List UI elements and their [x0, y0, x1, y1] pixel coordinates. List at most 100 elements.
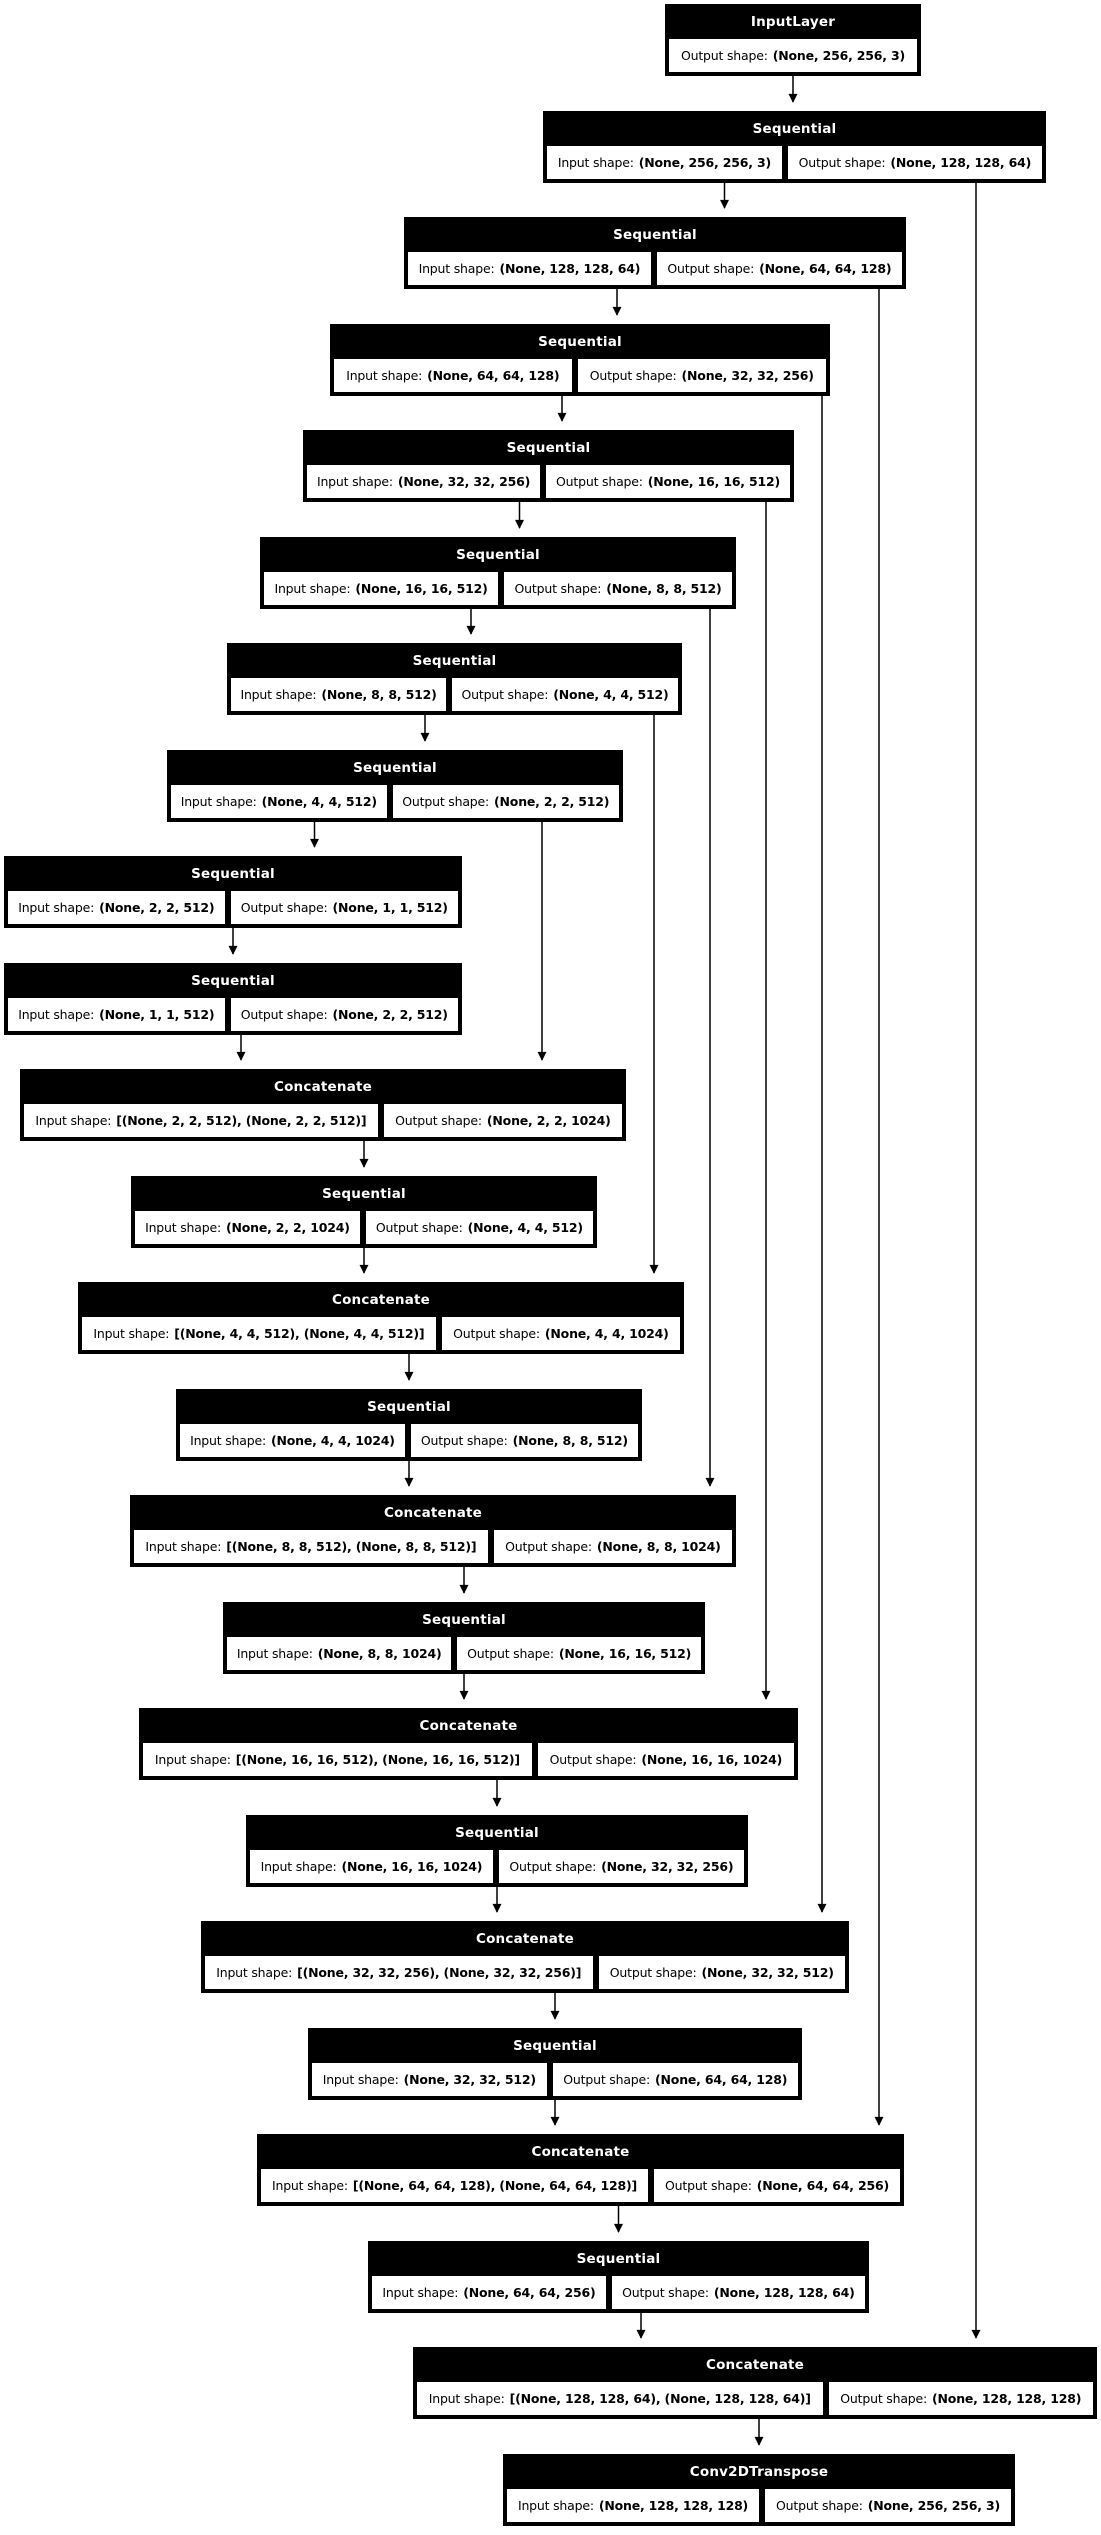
input-shape-value: [(None, 32, 32, 256), (None, 32, 32, 256…	[297, 1965, 582, 1980]
output-shape-value: (None, 32, 32, 256)	[601, 1859, 734, 1874]
output-shape-value: (None, 2, 2, 512)	[332, 1007, 448, 1022]
layer-type-label: Conv2DTranspose	[689, 2463, 829, 2480]
output-shape-value: (None, 4, 4, 512)	[553, 687, 669, 702]
layer-node-concatenate: Concatenate Input shape:[(None, 128, 128…	[413, 2347, 1097, 2419]
output-shape-cell: Output shape:(None, 64, 64, 256)	[653, 2168, 901, 2203]
layer-type-label: Sequential	[576, 2250, 661, 2267]
layer-node-concatenate: Concatenate Input shape:[(None, 4, 4, 51…	[78, 1282, 684, 1354]
layer-node-inputlayer: InputLayer Output shape:(None, 256, 256,…	[665, 4, 921, 76]
output-shape-cell: Output shape:(None, 1, 1, 512)	[229, 890, 460, 925]
layer-type-label: Concatenate	[475, 1930, 575, 1947]
input-shape-cell: Input shape:(None, 32, 32, 256)	[306, 464, 542, 499]
input-shape-cell: Input shape:[(None, 128, 128, 64), (None…	[416, 2381, 824, 2416]
input-shape-value: (None, 64, 64, 256)	[463, 2285, 596, 2300]
layer-node-sequential: Sequential Input shape:(None, 16, 16, 10…	[246, 1815, 748, 1887]
layer-type-label: Concatenate	[705, 2356, 805, 2373]
input-shape-value: (None, 128, 128, 128)	[598, 2498, 749, 2513]
input-shape-cell: Input shape:(None, 4, 4, 512)	[170, 784, 388, 819]
input-shape-cell: Input shape:(None, 256, 256, 3)	[546, 145, 783, 180]
input-shape-cell: Input shape:(None, 32, 32, 512)	[311, 2062, 548, 2097]
layer-type-label: Concatenate	[531, 2143, 630, 2160]
output-shape-value: (None, 32, 32, 512)	[701, 1965, 834, 1980]
input-shape-cell: Input shape:(None, 64, 64, 128)	[333, 358, 573, 393]
layer-node-sequential: Sequential Input shape:(None, 2, 2, 512)…	[4, 856, 462, 928]
input-shape-value: (None, 64, 64, 128)	[427, 368, 560, 383]
layer-node-sequential: Sequential Input shape:(None, 64, 64, 25…	[368, 2241, 869, 2313]
input-shape-cell: Input shape:[(None, 4, 4, 512), (None, 4…	[81, 1316, 437, 1351]
output-shape-value: (None, 2, 2, 512)	[494, 794, 610, 809]
layer-type-label: Sequential	[455, 1824, 539, 1841]
input-shape-value: [(None, 8, 8, 512), (None, 8, 8, 512)]	[226, 1539, 477, 1554]
input-shape-cell: Input shape:(None, 8, 8, 512)	[230, 677, 448, 712]
output-shape-cell: Output shape:(None, 4, 4, 512)	[364, 1210, 595, 1245]
input-shape-value: (None, 256, 256, 3)	[638, 155, 771, 170]
layer-type-label: Concatenate	[331, 1291, 431, 1308]
layer-type-label: Sequential	[613, 226, 697, 243]
layer-type-label: Sequential	[456, 546, 540, 563]
input-shape-cell: Input shape:(None, 128, 128, 128)	[506, 2488, 761, 2523]
layer-type-label: Sequential	[752, 120, 837, 137]
input-shape-value: (None, 16, 16, 512)	[355, 581, 488, 596]
input-shape-value: (None, 4, 4, 512)	[261, 794, 377, 809]
output-shape-cell: Output shape:(None, 64, 64, 128)	[655, 251, 903, 286]
input-shape-value: [(None, 16, 16, 512), (None, 16, 16, 512…	[235, 1752, 520, 1767]
input-shape-value: (None, 128, 128, 64)	[499, 261, 641, 276]
output-shape-cell: Output shape:(None, 256, 256, 3)	[668, 38, 918, 73]
layer-type-label: InputLayer	[750, 13, 836, 30]
input-shape-cell: Input shape:[(None, 2, 2, 512), (None, 2…	[23, 1103, 379, 1138]
layer-node-sequential: Sequential Input shape:(None, 1, 1, 512)…	[4, 963, 462, 1035]
input-shape-cell: Input shape:(None, 64, 64, 256)	[371, 2275, 607, 2310]
layer-type-label: Sequential	[538, 333, 622, 350]
output-shape-value: (None, 8, 8, 512)	[606, 581, 722, 596]
output-shape-cell: Output shape:(None, 128, 128, 64)	[610, 2275, 866, 2310]
input-shape-value: (None, 32, 32, 512)	[403, 2072, 536, 2087]
layer-node-sequential: Sequential Input shape:(None, 32, 32, 51…	[308, 2028, 802, 2100]
layer-node-concatenate: Concatenate Input shape:[(None, 64, 64, …	[257, 2134, 904, 2206]
input-shape-value: [(None, 2, 2, 512), (None, 2, 2, 512)]	[116, 1113, 367, 1128]
input-shape-cell: Input shape:(None, 1, 1, 512)	[7, 997, 226, 1032]
input-shape-value: (None, 4, 4, 1024)	[270, 1433, 395, 1448]
output-shape-cell: Output shape:(None, 8, 8, 512)	[409, 1423, 640, 1458]
output-shape-value: (None, 256, 256, 3)	[772, 48, 905, 63]
output-shape-value: (None, 64, 64, 256)	[756, 2178, 890, 2193]
output-shape-value: (None, 256, 256, 3)	[867, 2498, 1001, 2513]
output-shape-cell: Output shape:(None, 16, 16, 512)	[545, 464, 792, 499]
input-shape-cell: Input shape:[(None, 16, 16, 512), (None,…	[142, 1742, 533, 1777]
layer-type-label: Sequential	[191, 865, 275, 882]
output-shape-cell: Output shape:(None, 2, 2, 512)	[229, 997, 460, 1032]
output-shape-cell: Output shape:(None, 256, 256, 3)	[764, 2488, 1012, 2523]
input-shape-value: (None, 32, 32, 256)	[397, 474, 531, 489]
input-shape-cell: Input shape:[(None, 32, 32, 256), (None,…	[204, 1955, 594, 1990]
output-shape-cell: Output shape:(None, 16, 16, 1024)	[536, 1742, 796, 1777]
layer-type-label: Sequential	[322, 1185, 406, 1202]
output-shape-value: (None, 8, 8, 512)	[512, 1433, 628, 1448]
output-shape-value: (None, 8, 8, 1024)	[596, 1539, 721, 1554]
layer-node-sequential: Sequential Input shape:(None, 128, 128, …	[404, 217, 906, 289]
layer-node-sequential: Sequential Input shape:(None, 2, 2, 1024…	[131, 1176, 597, 1248]
output-shape-cell: Output shape:(None, 8, 8, 1024)	[492, 1529, 734, 1564]
layer-node-concatenate: Concatenate Input shape:[(None, 16, 16, …	[139, 1708, 798, 1780]
output-shape-cell: Output shape:(None, 32, 32, 256)	[497, 1849, 745, 1884]
layer-node-concatenate: Concatenate Input shape:[(None, 2, 2, 51…	[20, 1069, 626, 1141]
input-shape-value: (None, 16, 16, 1024)	[341, 1859, 483, 1874]
layer-node-concatenate: Concatenate Input shape:[(None, 8, 8, 51…	[130, 1495, 736, 1567]
input-shape-cell: Input shape:(None, 128, 128, 64)	[407, 251, 652, 286]
layer-node-sequential: Sequential Input shape:(None, 64, 64, 12…	[330, 324, 830, 396]
layer-node-sequential: Sequential Input shape:(None, 8, 8, 1024…	[223, 1602, 705, 1674]
layer-node-conv2dtranspose: Conv2DTranspose Input shape:(None, 128, …	[503, 2454, 1015, 2526]
output-shape-value: (None, 16, 16, 512)	[647, 474, 781, 489]
input-shape-cell: Input shape:(None, 8, 8, 1024)	[226, 1636, 453, 1671]
layer-type-label: Sequential	[191, 972, 275, 989]
output-shape-cell: Output shape:(None, 4, 4, 1024)	[440, 1316, 682, 1351]
input-shape-cell: Input shape:(None, 4, 4, 1024)	[179, 1423, 406, 1458]
output-shape-cell: Output shape:(None, 32, 32, 512)	[597, 1955, 846, 1990]
input-shape-value: [(None, 4, 4, 512), (None, 4, 4, 512)]	[174, 1326, 425, 1341]
layer-type-label: Sequential	[367, 1398, 451, 1415]
layer-node-sequential: Sequential Input shape:(None, 8, 8, 512)…	[227, 643, 682, 715]
input-shape-cell: Input shape:(None, 16, 16, 1024)	[249, 1849, 494, 1884]
output-shape-cell: Output shape:(None, 128, 128, 128)	[827, 2381, 1095, 2416]
input-shape-cell: Input shape:(None, 16, 16, 512)	[263, 571, 500, 606]
output-shape-value: (None, 4, 4, 1024)	[544, 1326, 669, 1341]
